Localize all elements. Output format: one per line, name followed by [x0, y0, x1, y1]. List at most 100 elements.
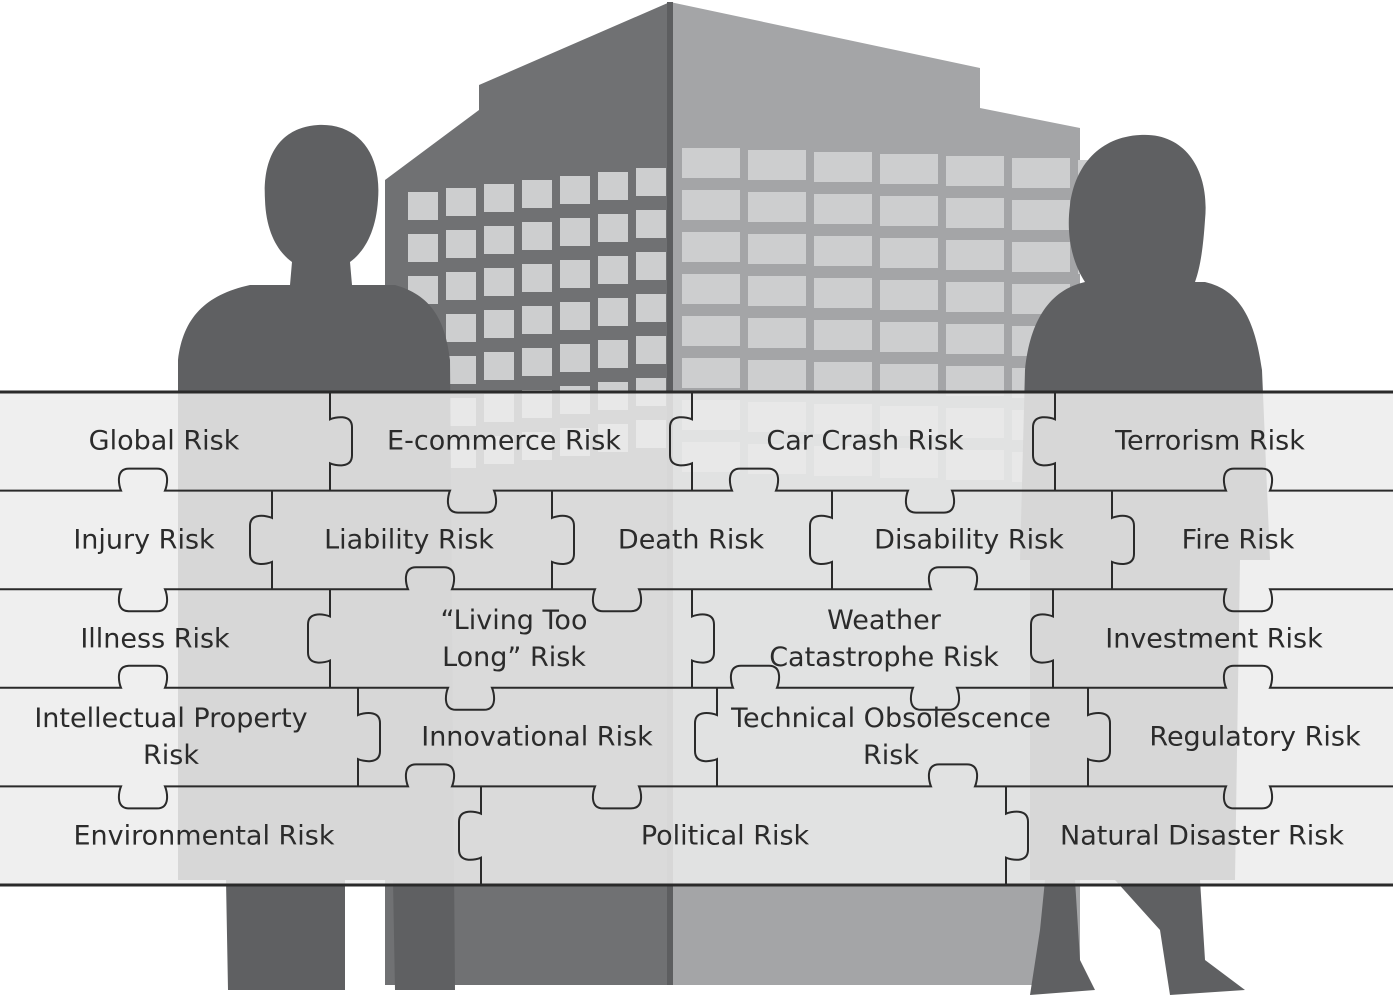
puzzle-piece-injury: Injury Risk [73, 521, 214, 558]
puzzle-vertical-seam [1111, 490, 1135, 590]
building-window [446, 230, 476, 258]
building-window [946, 282, 1004, 312]
puzzle-piece-environmental: Environmental Risk [74, 817, 335, 854]
building-window [636, 336, 666, 364]
building-window [446, 272, 476, 300]
building-window [598, 256, 628, 284]
woman-hair-head [1068, 134, 1206, 282]
building-window [748, 276, 806, 306]
building-window [522, 348, 552, 376]
puzzle-piece-label: Catastrophe Risk [769, 641, 999, 673]
puzzle-piece-label: Long” Risk [442, 641, 586, 673]
building-window [408, 192, 438, 220]
building-window [446, 356, 476, 384]
building-window [636, 294, 666, 322]
puzzle-piece-label: Regulatory Risk [1149, 721, 1361, 753]
puzzle-vertical-seam [1087, 687, 1111, 787]
building-window [682, 190, 740, 220]
puzzle-piece-label: Risk [143, 740, 199, 772]
puzzle-band [0, 390, 1393, 887]
building-window [636, 252, 666, 280]
building-window [814, 278, 872, 308]
puzzle-piece-label: E-commerce Risk [387, 425, 621, 457]
puzzle-piece-political: Political Risk [641, 817, 809, 854]
building-window [484, 352, 514, 380]
building-window [446, 314, 476, 342]
building-window [814, 236, 872, 266]
building-window [682, 316, 740, 346]
building-window [814, 194, 872, 224]
puzzle-piece-label: Innovational Risk [421, 721, 653, 753]
building-window [748, 234, 806, 264]
building-window [636, 210, 666, 238]
building-window [814, 362, 872, 392]
puzzle-piece-label: Car Crash Risk [766, 425, 964, 457]
building-window [522, 222, 552, 250]
puzzle-piece-innovational: Innovational Risk [421, 719, 653, 756]
puzzle-piece-investment: Investment Risk [1105, 620, 1322, 657]
puzzle-piece-label: Global Risk [88, 425, 240, 457]
puzzle-piece-global: Global Risk [89, 423, 240, 460]
building-window [484, 226, 514, 254]
puzzle-piece-car-crash: Car Crash Risk [766, 423, 963, 460]
building-window [522, 306, 552, 334]
puzzle-piece-label: Technical Obsolescence [731, 703, 1051, 735]
building-window [598, 214, 628, 242]
puzzle-piece-label: Political Risk [640, 820, 810, 852]
puzzle-horizontal-seam [0, 664, 1393, 711]
building-window [560, 176, 590, 204]
puzzle-horizontal-seam [0, 763, 1393, 810]
puzzle-piece-label: Illness Risk [80, 623, 230, 654]
building-window [814, 320, 872, 350]
puzzle-piece-label: “Living Too [440, 604, 588, 636]
building-window [880, 154, 938, 184]
puzzle-piece-regulatory: Regulatory Risk [1149, 719, 1360, 756]
building-window [560, 344, 590, 372]
building-window [880, 196, 938, 226]
puzzle-vertical-seam [669, 392, 693, 491]
building-window [484, 268, 514, 296]
puzzle-vertical-seam [458, 786, 482, 885]
puzzle-vertical-seam [809, 490, 833, 590]
building-window [1012, 158, 1070, 188]
building-window [484, 310, 514, 338]
building-window [522, 180, 552, 208]
puzzle-piece-label: Risk [863, 740, 919, 772]
puzzle-vertical-seam [307, 589, 331, 688]
building-window [598, 340, 628, 368]
building-window [748, 150, 806, 180]
puzzle-piece-label: Weather [827, 604, 941, 636]
building-window [946, 240, 1004, 270]
puzzle-band-fill [0, 392, 1393, 885]
puzzle-piece-disability: Disability Risk [874, 521, 1064, 558]
puzzle-piece-illness: Illness Risk [80, 620, 229, 657]
building-window [814, 152, 872, 182]
puzzle-piece-terrorism: Terrorism Risk [1115, 423, 1305, 460]
building-window [880, 322, 938, 352]
puzzle-vertical-seam [357, 687, 381, 787]
puzzle-piece-label: Investment Risk [1105, 623, 1323, 654]
building-window [748, 360, 806, 390]
building-window [598, 172, 628, 200]
puzzle-piece-label: Death Risk [617, 524, 765, 556]
building-window [560, 260, 590, 288]
puzzle-vertical-seam [694, 687, 718, 787]
building-window [946, 198, 1004, 228]
puzzle-piece-label: Intellectual Property [34, 703, 308, 735]
puzzle-piece-liability: Liability Risk [324, 521, 494, 558]
building-window [1012, 242, 1070, 272]
puzzle-piece-label: Environmental Risk [73, 820, 335, 852]
building-window [748, 192, 806, 222]
building-window [446, 188, 476, 216]
puzzle-vertical-seam [1030, 589, 1054, 688]
building-window [484, 184, 514, 212]
puzzle-vertical-seam [329, 392, 353, 491]
building-window [880, 238, 938, 268]
puzzle-vertical-seam [1005, 786, 1029, 885]
building-window [636, 168, 666, 196]
